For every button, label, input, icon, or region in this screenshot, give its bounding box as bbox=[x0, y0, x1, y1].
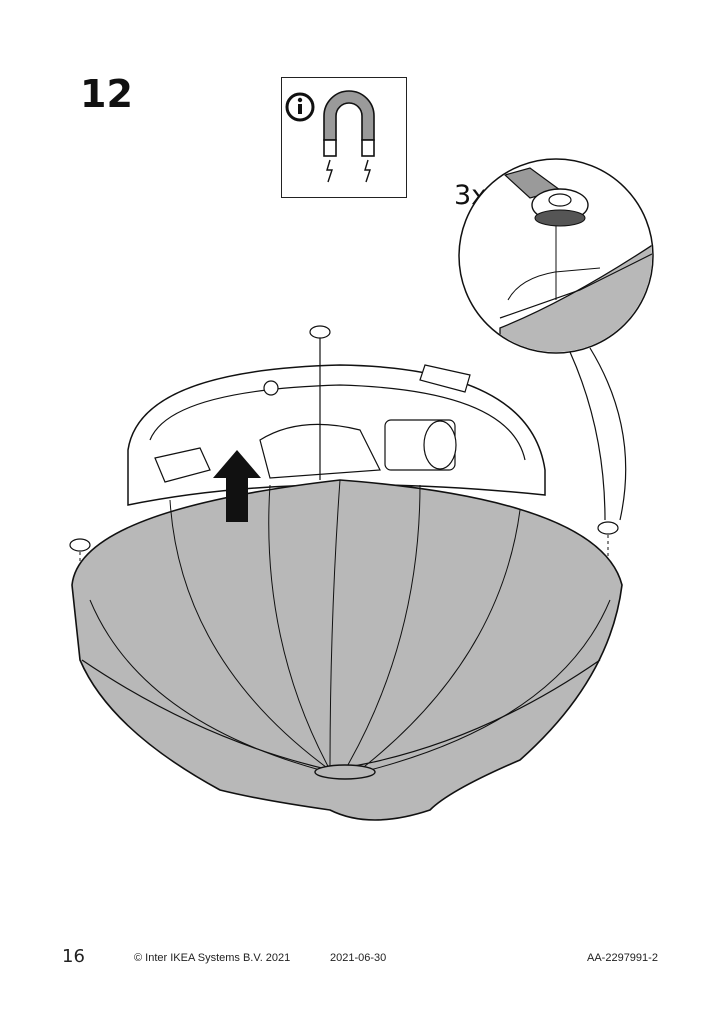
lift-arrow-icon bbox=[213, 450, 261, 522]
doc-date: 2021-06-30 bbox=[330, 952, 387, 964]
info-icon bbox=[285, 92, 315, 122]
copyright: © Inter IKEA Systems B.V. 2021 bbox=[134, 952, 291, 964]
hook-left bbox=[69, 538, 91, 552]
page-number: 16 bbox=[62, 946, 85, 967]
step-number: 12 bbox=[80, 72, 133, 116]
hook-right bbox=[597, 521, 619, 535]
detail-callout bbox=[458, 158, 654, 354]
doc-id: AA-2297991-2 bbox=[587, 952, 658, 964]
info-box bbox=[281, 77, 407, 198]
hook-top bbox=[309, 325, 331, 339]
fabric-shade bbox=[71, 479, 623, 821]
info-box-graphic bbox=[285, 90, 375, 183]
magnet-icon bbox=[323, 90, 375, 183]
